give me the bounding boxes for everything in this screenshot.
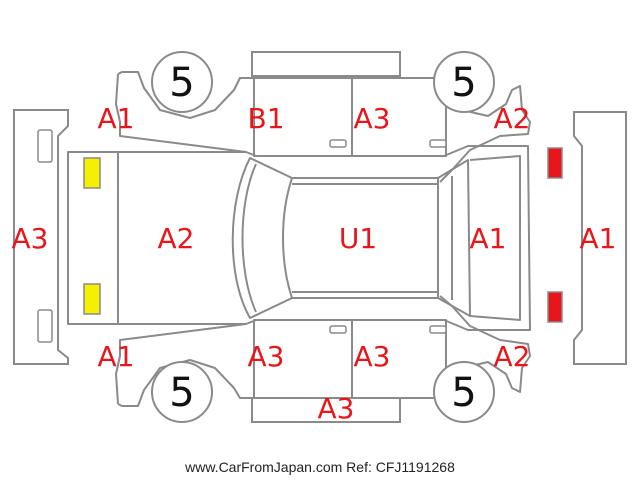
wheel-bottom-right-number: 5 xyxy=(451,370,476,416)
wheel-top-left-number: 5 xyxy=(169,60,194,106)
rocker-top xyxy=(251,51,401,77)
wheel-top-right: 5 xyxy=(433,51,495,113)
wheel-top-left: 5 xyxy=(151,51,213,113)
rocker-bottom xyxy=(251,397,401,423)
code-roof: U1 xyxy=(339,222,377,255)
marker-yellow-bottom xyxy=(83,283,101,315)
code-rear-quarter-top: A2 xyxy=(494,102,531,135)
wheel-top-right-number: 5 xyxy=(451,60,476,106)
marker-red-top xyxy=(547,147,563,179)
code-rear-quarter-bottom: A2 xyxy=(494,340,531,373)
code-front-door-bottom: A3 xyxy=(248,340,285,373)
code-front-door-top: B1 xyxy=(247,102,284,135)
code-rear-door-top: A3 xyxy=(354,102,391,135)
site-reference-text: www.CarFromJapan.com Ref: CFJ1191268 xyxy=(184,459,455,475)
code-front-bumper: A3 xyxy=(12,222,49,255)
code-trunk: A1 xyxy=(470,222,507,255)
rear-bumper xyxy=(573,111,627,365)
marker-red-bottom xyxy=(547,291,563,323)
code-rear-bumper: A1 xyxy=(580,222,617,255)
code-front-fender-left-top: A1 xyxy=(98,102,135,135)
front-bumper xyxy=(13,109,69,365)
wheel-bottom-left-number: 5 xyxy=(169,370,194,416)
marker-yellow-top xyxy=(83,157,101,189)
code-front-fender-left-bottom: A1 xyxy=(98,340,135,373)
code-rocker-bottom: A3 xyxy=(318,392,355,425)
code-rear-door-bottom: A3 xyxy=(354,340,391,373)
car-body-top-view xyxy=(67,145,531,331)
wheel-bottom-left: 5 xyxy=(151,361,213,423)
wheel-bottom-right: 5 xyxy=(433,361,495,423)
code-hood: A2 xyxy=(158,222,195,255)
